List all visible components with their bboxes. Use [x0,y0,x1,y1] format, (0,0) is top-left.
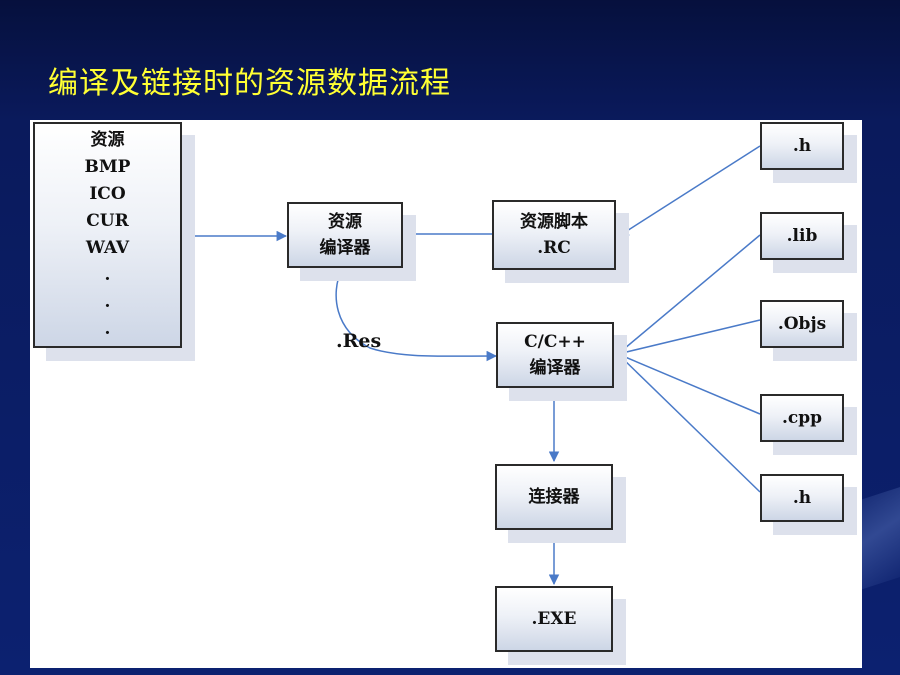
resources-box: 资源 BMP ICO CUR WAV . . . [33,122,182,348]
exe-box: .EXE [495,586,613,652]
arrow-objs-to-ccompiler [617,319,761,355]
cpp-box: .cpp [760,394,844,442]
objs-box: .Objs [760,300,844,348]
resources-line: . [104,292,111,312]
arrow-rescompiler-to-ccompiler [335,267,498,362]
h-header-box-bottom: .h [760,474,844,522]
arrow-h-to-script [618,145,761,237]
resource-compiler-box: 资源 编译器 [287,202,403,268]
c-compiler-line: 编译器 [529,358,581,378]
resource-script-box: 资源脚本 .RC [492,200,616,270]
linker-label: 连接器 [528,487,580,507]
resources-line: ICO [89,184,126,204]
linker-box: 连接器 [495,464,613,530]
slide-title: 编译及链接时的资源数据流程 [48,66,451,101]
h-bottom-label: .h [792,488,812,508]
lib-label: .lib [786,226,818,246]
c-compiler-line: C/C++ [524,332,586,352]
arrow-h-bottom-to-ccompiler [617,353,761,493]
resource-script-line: .RC [537,238,571,258]
merge-arrowhead [612,348,622,360]
arrow-cpp-to-ccompiler [617,353,761,415]
resources-line: . [104,319,111,339]
lib-box: .lib [760,212,844,260]
exe-label: .EXE [531,609,577,629]
resource-compiler-line: 编译器 [319,238,371,258]
resource-script-line: 资源脚本 [520,212,588,232]
resources-line: CUR [86,211,129,231]
resources-line: 资源 [90,130,125,150]
resources-line: . [104,265,111,285]
c-compiler-box: C/C++ 编译器 [496,322,614,388]
objs-label: .Objs [777,314,827,334]
res-file-label: .Res [336,330,382,352]
arrow-lib-to-ccompiler [617,234,761,355]
cpp-label: .cpp [781,408,823,428]
resources-line: BMP [84,157,131,177]
resource-compiler-line: 资源 [328,212,362,232]
resources-line: WAV [85,238,130,258]
diagram-canvas: 资源 BMP ICO CUR WAV . . . 资源 编译器 资源脚本 .RC… [30,120,862,668]
h-header-box-top: .h [760,122,844,170]
arrow-layer [180,145,761,586]
h-top-label: .h [792,136,812,156]
